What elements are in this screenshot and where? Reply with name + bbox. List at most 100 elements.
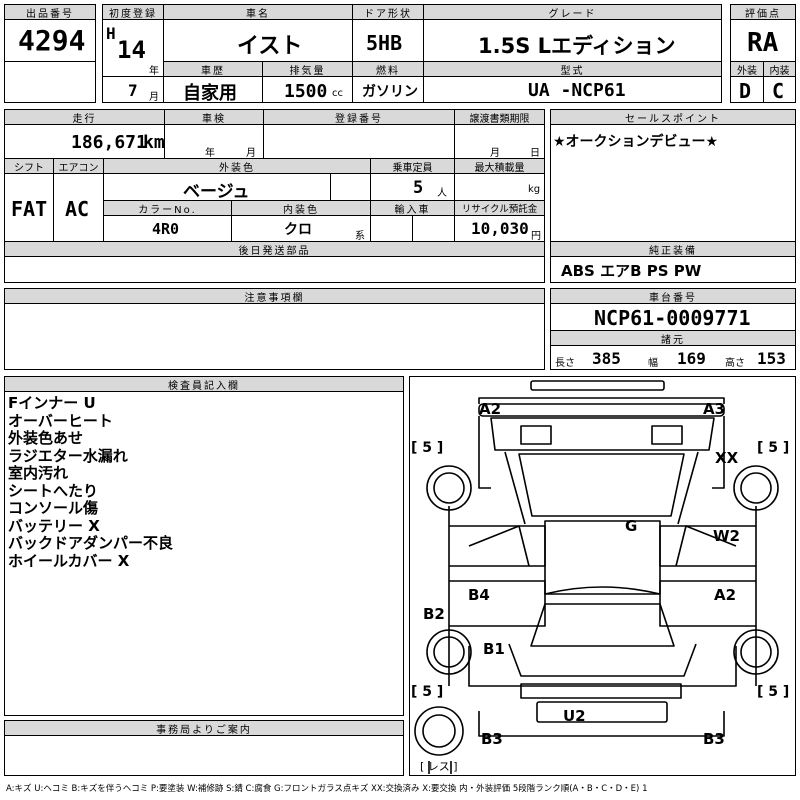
- ext-color-cell: [103, 173, 331, 201]
- inspector-note: 室内汚れ: [8, 464, 69, 482]
- first-reg-year: 14: [117, 36, 146, 64]
- car-name-cell: [163, 19, 353, 62]
- sales-point-header: セールスポイント: [550, 109, 796, 125]
- first-reg-month-cell: [102, 76, 164, 103]
- displacement-unit: cc: [332, 88, 343, 99]
- office-cell: [4, 735, 404, 776]
- ext-color-header: 外装色: [103, 158, 371, 174]
- car-name-header: 車名: [163, 4, 353, 20]
- mark-a3-front: A3: [703, 400, 726, 418]
- mark-b3-right: B3: [703, 730, 725, 748]
- displacement: 1500: [284, 81, 328, 102]
- exterior-cell: [730, 76, 764, 103]
- height: 153: [757, 349, 786, 368]
- exterior-grade: D: [739, 79, 752, 103]
- inspection-year-unit: 年: [205, 148, 215, 159]
- score-cell: [730, 19, 796, 62]
- mark-a2-front: A2: [479, 400, 502, 418]
- capacity: 5: [413, 178, 424, 198]
- office-header: 事務局よりご案内: [4, 720, 404, 736]
- interior-cell: [763, 76, 796, 103]
- int-color-unit: 系: [355, 231, 365, 242]
- interior-header: 内装: [763, 61, 796, 77]
- width: 169: [677, 349, 706, 368]
- width-label: 幅: [648, 358, 658, 369]
- history-header: 車歴: [163, 61, 263, 77]
- recycle-cell: [454, 215, 545, 242]
- history-cell: [163, 76, 263, 103]
- first-reg-era: H: [106, 24, 116, 43]
- import-cell: [370, 215, 413, 242]
- mileage-header: 走行: [4, 109, 165, 125]
- transfer-day-unit: 日: [530, 148, 540, 159]
- capacity-unit: 人: [437, 188, 447, 199]
- fuel: ガソリン: [362, 84, 418, 100]
- chassis-cell: [550, 303, 796, 331]
- reg-no-header: 登録番号: [263, 109, 455, 125]
- door-header: ドア形状: [352, 4, 424, 20]
- inspector-header: 検査員記入欄: [4, 376, 404, 392]
- grade: 1.5S Lエディション: [478, 34, 676, 58]
- model-cell: [423, 76, 722, 103]
- history: 自家用: [183, 83, 237, 104]
- car-outline-diagram: [414, 380, 779, 774]
- dims-header: 諸元: [550, 330, 796, 346]
- tire-rear-left: [ 5 ]: [411, 684, 444, 700]
- inspector-notes: Fインナー U オーバーヒート 外装色あせ ラジエター水漏れ 室内汚れ シートへ…: [8, 394, 173, 570]
- car-diagram: [409, 376, 796, 776]
- inspection-header: 車検: [164, 109, 264, 125]
- notes-cell: [4, 303, 545, 370]
- lot-blank: [4, 61, 96, 103]
- lot-number: 4294: [18, 24, 86, 57]
- first-reg-year-unit: 年: [149, 66, 159, 77]
- fuel-header: 燃料: [352, 61, 424, 77]
- ext-color: ベージュ: [183, 182, 250, 202]
- inspector-note: シートへたり: [8, 481, 99, 500]
- mark-b2: B2: [423, 605, 445, 623]
- shift-header: シフト: [4, 158, 54, 174]
- displacement-cell: [262, 76, 353, 103]
- shift: FAT: [11, 197, 48, 221]
- color-no-header: カラーNo.: [103, 200, 232, 216]
- exterior-header: 外装: [730, 61, 764, 77]
- mark-b1: B1: [483, 640, 505, 658]
- sales-point: ★オークションデビュー★: [553, 134, 719, 150]
- first-reg-cell: [102, 19, 164, 77]
- chassis-no: NCP61-0009771: [594, 306, 751, 330]
- length: 385: [592, 349, 621, 368]
- aircon-cell: [53, 173, 104, 242]
- inspection-month-unit: 月: [246, 148, 256, 159]
- chassis-header: 車台番号: [550, 288, 796, 304]
- mark-g: G: [625, 517, 638, 535]
- mileage-unit: km: [143, 132, 165, 153]
- height-label: 高さ: [725, 358, 745, 369]
- mark-b4: B4: [468, 586, 490, 604]
- car-name: イスト: [237, 34, 303, 59]
- ext-color-blank: [330, 173, 371, 201]
- color-no: 4R0: [152, 220, 180, 238]
- capacity-header: 乗車定員: [370, 158, 455, 174]
- tire-rear-right: [ 5 ]: [757, 684, 790, 700]
- max-load-header: 最大積載量: [454, 158, 545, 174]
- mark-a2-right: A2: [714, 586, 737, 604]
- later-parts-cell: [4, 256, 545, 283]
- int-color: クロ: [284, 222, 312, 238]
- lot-cell: [4, 19, 96, 62]
- fuel-cell: [352, 76, 424, 103]
- inspector-note: ラジエター水漏れ: [8, 446, 128, 465]
- displacement-header: 排気量: [262, 61, 353, 77]
- first-reg-month: 7: [128, 81, 138, 100]
- recycle-unit: 円: [531, 231, 541, 242]
- inspector-note: ホイールカバー X: [8, 551, 130, 570]
- first-reg-month-unit: 月: [149, 92, 159, 103]
- mark-xx: XX: [715, 449, 739, 467]
- grade-header: グレード: [423, 4, 722, 20]
- tire-front-left: [ 5 ]: [411, 440, 444, 456]
- inspector-note: Fインナー U: [8, 394, 96, 412]
- mark-w2: W2: [713, 527, 740, 545]
- score-header: 評価点: [730, 4, 796, 20]
- model-header: 型式: [423, 61, 722, 77]
- inspector-note: コンソール傷: [8, 499, 99, 517]
- score: RA: [747, 28, 779, 58]
- aircon: AC: [65, 197, 90, 221]
